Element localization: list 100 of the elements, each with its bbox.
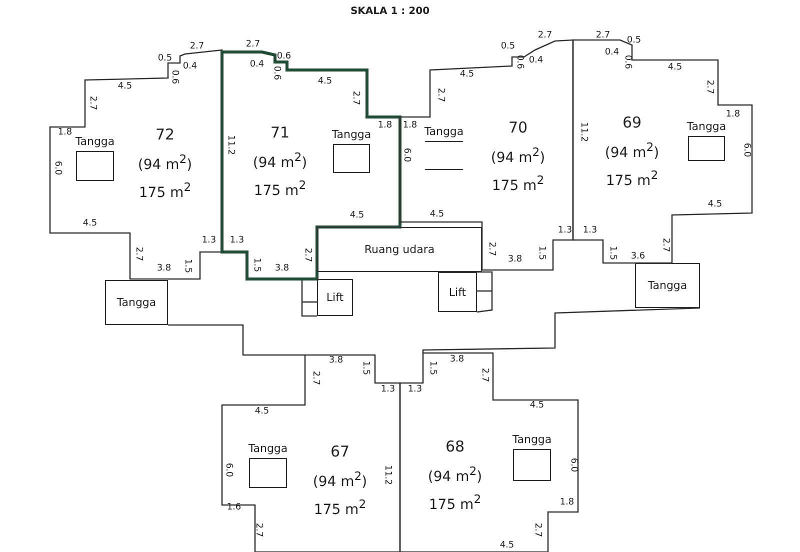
dimension-label: 0.5 <box>500 42 516 52</box>
room-label: Tangga <box>248 443 288 454</box>
apartment-unit <box>400 40 573 270</box>
dimension-label: 0.6 <box>170 70 178 84</box>
dimension-label: 1.8 <box>560 498 574 508</box>
dimension-label: 3.8 <box>328 356 344 366</box>
dimension-label: 11.2 <box>226 134 234 156</box>
dimension-label: 1.8 <box>378 122 392 130</box>
air-well: Ruang udara <box>317 227 482 272</box>
dimension-label: 0.4 <box>182 62 198 72</box>
dimension-label: 1.3 <box>582 226 598 236</box>
dimension-label: 1.5 <box>252 258 260 272</box>
dimension-label: 6.0 <box>742 142 750 158</box>
dimension-label: 1.8 <box>402 122 418 130</box>
dimension-label: 0.5 <box>626 36 642 46</box>
area-label: (94 m$^{2}$) <box>138 154 192 172</box>
dimension-label: 3.8 <box>274 264 290 274</box>
apartment-unit <box>222 355 400 552</box>
apartment-unit <box>222 52 400 279</box>
dimension-label: 11.2 <box>382 464 392 486</box>
stair-symbol <box>333 129 370 173</box>
stair-symbol <box>249 443 287 488</box>
dimension-label: 2.7 <box>190 42 204 52</box>
area-label: (94 m$^{2}$) <box>312 471 368 489</box>
dimension-label: 6.0 <box>52 160 62 176</box>
dimension-label: 0.5 <box>158 54 172 64</box>
dimension-label: 2.7 <box>704 80 714 94</box>
stairwell-room: Tangga <box>635 263 700 308</box>
dimension-label: 1.5 <box>536 246 546 260</box>
elevator-shaft: Lift <box>317 279 353 316</box>
stair-symbol <box>76 136 114 181</box>
dimension-label: 2.7 <box>254 522 262 538</box>
apartment-unit <box>400 353 578 552</box>
dimension-label: 2.7 <box>532 522 542 538</box>
stair-symbol <box>425 126 463 170</box>
dimension-label: 0.6 <box>622 54 632 70</box>
dimension-label: 2.7 <box>660 238 670 252</box>
dimension-label: 1.5 <box>608 246 616 260</box>
stair-symbol <box>688 121 725 161</box>
dimension-label: 0.4 <box>604 48 620 58</box>
unit-number: 69 <box>622 116 642 130</box>
area-label: (94 m$^{2}$) <box>490 147 546 165</box>
room-label: Tangga <box>424 126 464 137</box>
unit-number: 67 <box>330 444 350 460</box>
dimension-label: 1.3 <box>230 236 244 246</box>
dimension-label: 3.8 <box>156 264 172 274</box>
dimension-label: 1.8 <box>58 128 72 138</box>
area-label: 175 m$^{2}$ <box>138 182 192 200</box>
dimension-label: 1.5 <box>182 258 192 274</box>
dimension-label: 4.5 <box>668 64 682 72</box>
area-label: 175 m$^{2}$ <box>254 180 306 198</box>
area-label: 175 m$^{2}$ <box>428 494 482 512</box>
dimension-label: 0.4 <box>250 60 264 70</box>
dimension-label: 2.7 <box>436 88 444 102</box>
area-label: (94 m$^{2}$) <box>428 466 482 484</box>
stairwell-room: Tangga <box>105 280 168 325</box>
dimension-label: 3.8 <box>450 356 464 364</box>
dimension-label: 4.5 <box>318 78 332 86</box>
dimension-label: 2.7 <box>302 248 312 262</box>
dimension-label: 3.6 <box>630 252 646 262</box>
dimension-label: 4.5 <box>530 402 544 410</box>
dimension-label: 1.5 <box>428 360 436 376</box>
dimension-label: 6.0 <box>402 148 410 162</box>
dimension-label: 11.2 <box>578 122 588 142</box>
dimension-label: 4.5 <box>254 408 270 416</box>
dimension-label: 1.3 <box>558 226 572 236</box>
dimension-label: 6.0 <box>568 458 578 472</box>
room-label: Tangga <box>686 121 726 132</box>
dimension-label: 1.3 <box>408 386 422 394</box>
dimension-label: 6.0 <box>224 462 232 478</box>
room-label: Tangga <box>75 136 115 147</box>
dimension-label: 3.8 <box>508 256 522 264</box>
dimension-label: 2.7 <box>596 32 610 40</box>
dimension-label: 2.7 <box>134 246 142 262</box>
dimension-label: 0.6 <box>276 52 292 62</box>
dimension-label: 0.6 <box>514 54 524 70</box>
unit-number: 68 <box>445 440 465 454</box>
dimension-label: 1.3 <box>380 386 396 394</box>
area-label: (94 m$^{2}$) <box>252 152 308 170</box>
dimension-label: 4.5 <box>708 200 722 210</box>
unit-number: 72 <box>155 128 175 142</box>
scale-label: SKALA 1 : 200 <box>350 7 430 17</box>
area-label: 175 m$^{2}$ <box>492 175 544 193</box>
dimension-label: 1.3 <box>202 236 216 246</box>
dimension-label: 2.7 <box>88 96 96 110</box>
area-label: 175 m$^{2}$ <box>606 170 658 188</box>
dimension-label: 2.7 <box>246 40 260 50</box>
dimension-label: 1.5 <box>360 360 370 376</box>
dimension-label: 4.5 <box>350 212 364 220</box>
dimension-label: 1.6 <box>226 504 242 512</box>
room-label: Tangga <box>512 434 552 445</box>
unit-number: 70 <box>508 120 528 136</box>
area-label: 175 m$^{2}$ <box>314 499 366 517</box>
dimension-label: 2.7 <box>486 242 496 256</box>
dimension-label: 4.5 <box>460 70 474 80</box>
elevator-shaft: Lift <box>438 272 477 312</box>
dimension-label: 0.4 <box>528 56 544 66</box>
dimension-label: 0.6 <box>272 66 280 80</box>
dimension-label: 2.7 <box>350 90 360 106</box>
dimension-label: 4.5 <box>500 542 514 550</box>
